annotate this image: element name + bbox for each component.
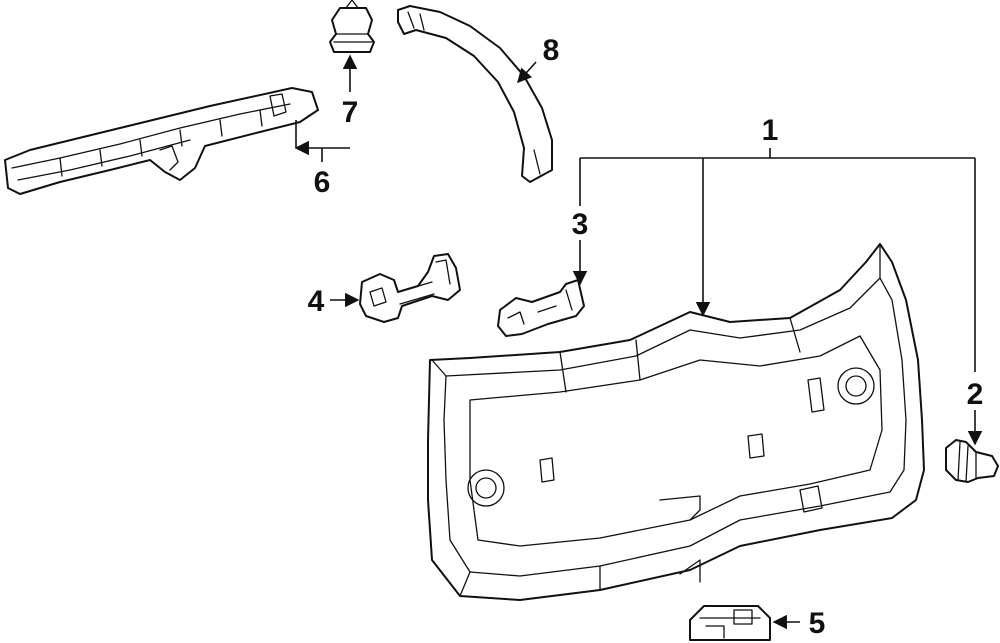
callout-6: 6: [314, 166, 331, 199]
callout-5: 5: [809, 607, 826, 640]
part-6-garnish-rail: [4, 87, 319, 195]
callout-labels: 1 2 3 4 5 6 7 8: [308, 34, 984, 640]
part-1-door-trim-board: [427, 243, 925, 601]
callout-1: 1: [762, 114, 779, 147]
leader-6: [296, 120, 350, 162]
part-8-trim-strip: [397, 5, 553, 183]
callout-2: 2: [967, 378, 984, 411]
part-3-bracket: [497, 279, 585, 337]
part-2-push-clip: [945, 439, 999, 483]
callout-7: 7: [342, 96, 359, 129]
callout-4: 4: [308, 285, 325, 318]
callout-3: 3: [572, 208, 589, 241]
leader-8: [517, 61, 537, 84]
part-7-push-clip: [329, 0, 375, 53]
leader-lines: [296, 54, 983, 630]
callout-8: 8: [543, 34, 560, 67]
part-5-switch: [689, 605, 771, 641]
part-4-bracket: [359, 253, 461, 323]
